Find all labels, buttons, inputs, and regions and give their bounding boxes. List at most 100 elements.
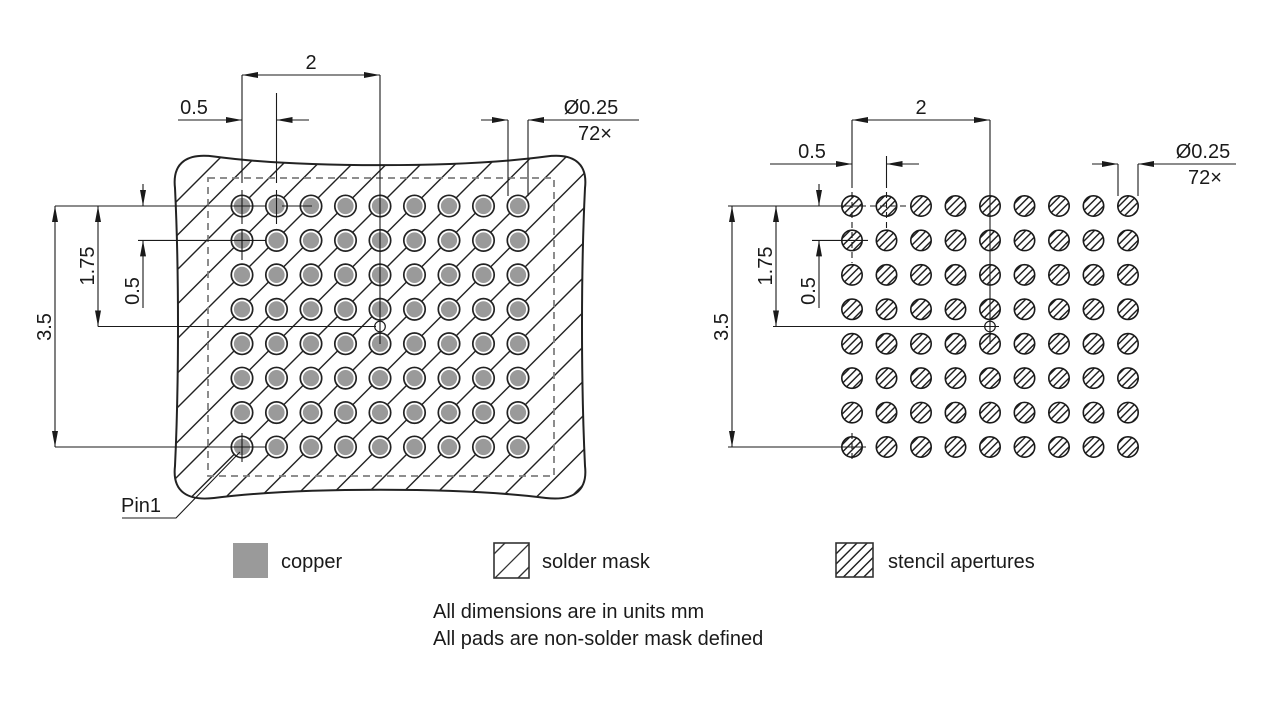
stencil-aperture [840, 298, 863, 321]
copper-pad [406, 438, 423, 456]
hatch-line [547, 155, 586, 499]
stencil-aperture [1013, 401, 1036, 424]
copper-pad [337, 266, 354, 283]
copper-pad [475, 370, 492, 387]
stencil-aperture [875, 298, 898, 321]
dim-label-height-left: 3.5 [34, 313, 56, 341]
legend-label-copper: copper [281, 551, 342, 573]
hatch-line [375, 155, 586, 499]
copper-pad [406, 404, 423, 421]
stencil-aperture [978, 367, 1001, 390]
stencil-aperture [909, 229, 932, 252]
copper-pad [371, 370, 389, 387]
dim-label-row-pitch-left: 0.5 [122, 277, 144, 305]
copper-pad [302, 266, 320, 283]
stencil-aperture [909, 263, 932, 286]
dim-label-half-height-right: 1.75 [755, 247, 777, 286]
copper-pad [337, 370, 354, 387]
stencil-aperture [1082, 436, 1105, 459]
solder-mask-swatch [493, 542, 530, 579]
copper-pad [440, 301, 458, 318]
copper-pad [268, 438, 285, 456]
stencil-aperture [1117, 298, 1140, 321]
copper-pad [302, 232, 320, 249]
stencil-aperture [1048, 298, 1071, 321]
copper-pad [337, 404, 354, 421]
copper-pad [475, 335, 492, 352]
stencil-aperture [1013, 436, 1036, 459]
stencil-aperture [1048, 332, 1071, 355]
copper-pad [440, 404, 458, 421]
stencil-aperture [1082, 263, 1105, 286]
copper-pad [371, 404, 389, 421]
center-mark [374, 320, 386, 333]
copper-pad [302, 438, 320, 456]
stencil-aperture [1117, 436, 1140, 459]
copper-swatch [233, 543, 268, 578]
legend: copper solder mask stencil apertures [233, 542, 1035, 579]
stencil-aperture [909, 436, 932, 459]
stencil-aperture [840, 263, 863, 286]
stencil-aperture [944, 436, 967, 459]
hatch-line [409, 155, 586, 499]
stencil-aperture [875, 263, 898, 286]
stencil-aperture [944, 367, 967, 390]
stencil-aperture [1048, 263, 1071, 286]
dim-label-height-right: 3.5 [711, 313, 733, 341]
stencil-aperture [944, 298, 967, 321]
stencil-aperture [978, 401, 1001, 424]
copper-pad [233, 370, 251, 387]
stencil-aperture [944, 195, 967, 218]
copper-pad [509, 232, 527, 249]
hatch-line [306, 155, 586, 499]
copper-pad [268, 232, 285, 249]
notes: All dimensions are in units mm All pads … [433, 601, 763, 650]
copper-pad [268, 404, 285, 421]
stencil-aperture [1048, 195, 1071, 218]
copper-pad [337, 232, 354, 249]
copper-pad [302, 335, 320, 352]
stencil-aperture [1013, 229, 1036, 252]
legend-label-solder-mask: solder mask [542, 551, 651, 573]
dim-label-pitch-center-left: 2 [305, 52, 316, 74]
copper-pad-grid [230, 194, 530, 459]
stencil-aperture [909, 298, 932, 321]
left-figure-copper-soldermask: 2 0.5 Ø0.25 72× 3.5 1.75 0.5 Pin1 [34, 52, 639, 519]
stencil-aperture [840, 401, 863, 424]
hatch-line [513, 155, 586, 499]
copper-pad [268, 335, 285, 352]
hatch-line [340, 155, 586, 499]
copper-pad [337, 301, 354, 318]
dim-label-pad-diameter-right: Ø0.25 [1176, 141, 1230, 163]
hatch-line [271, 155, 586, 499]
hatch-line [237, 155, 586, 499]
stencil-aperture [944, 263, 967, 286]
stencil-aperture [1013, 195, 1036, 218]
stencil-apertures-swatch [835, 542, 874, 578]
copper-pad [440, 232, 458, 249]
copper-pad [268, 266, 285, 283]
copper-pad [233, 335, 251, 352]
dim-label-pad-count-right: 72× [1188, 167, 1222, 189]
copper-pad [475, 438, 492, 456]
stencil-aperture [875, 367, 898, 390]
stencil-aperture [1013, 332, 1036, 355]
stencil-aperture [1082, 229, 1105, 252]
stencil-aperture-grid [840, 195, 1140, 459]
stencil-aperture [875, 436, 898, 459]
copper-pad [302, 301, 320, 318]
stencil-aperture [840, 367, 863, 390]
copper-pad [440, 335, 458, 352]
right-figure-stencil-apertures: 2 0.5 Ø0.25 72× 3.5 1.75 0.5 [711, 97, 1236, 462]
copper-pad [509, 370, 527, 387]
copper-pad [371, 438, 389, 456]
copper-pad [233, 404, 251, 421]
stencil-aperture [1048, 401, 1071, 424]
stencil-aperture [1082, 195, 1105, 218]
stencil-aperture [1117, 229, 1140, 252]
copper-pad [509, 438, 527, 456]
copper-pad [337, 335, 354, 352]
stencil-aperture [875, 401, 898, 424]
copper-pad [233, 301, 251, 318]
stencil-aperture [1013, 298, 1036, 321]
